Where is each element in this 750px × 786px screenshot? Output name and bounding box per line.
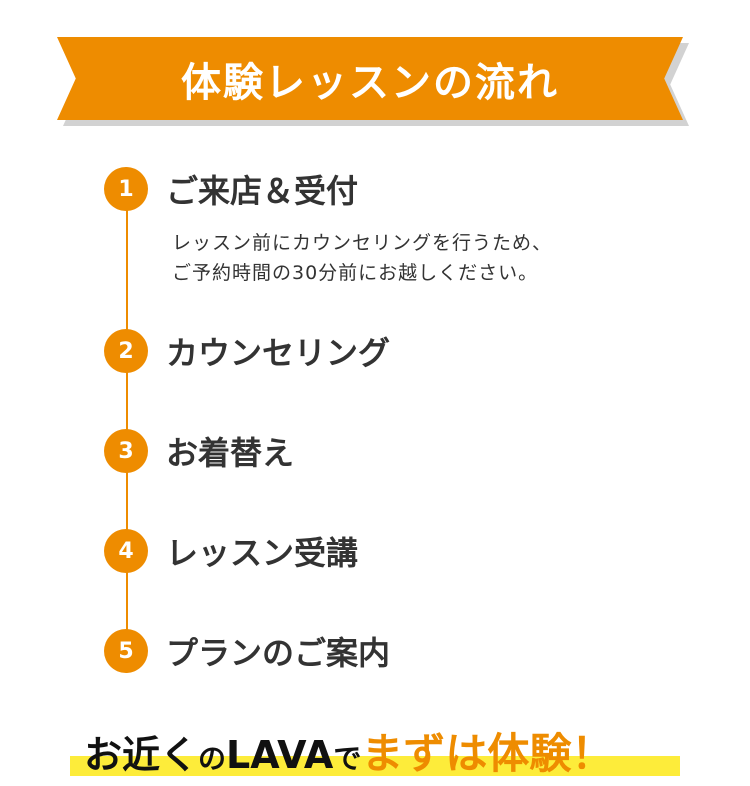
- step-number: 4: [104, 529, 148, 573]
- description-line: レッスン前にカウンセリングを行うため、: [172, 232, 553, 254]
- cta-part: お近く: [84, 733, 199, 777]
- page-title: 体験レッスンの流れ: [181, 59, 559, 106]
- step-number: 1: [104, 167, 148, 211]
- cta-part: の: [198, 742, 227, 775]
- step-title: レッスン受講: [166, 534, 359, 572]
- step-3: 3 お着替え: [104, 428, 294, 474]
- step-number: 2: [104, 329, 148, 373]
- step-4: 4 レッスン受講: [104, 528, 358, 574]
- highlight-bar: [70, 756, 680, 776]
- step-1: 1 ご来店＆受付: [104, 166, 358, 212]
- step-title: プランのご案内: [166, 634, 391, 672]
- step-1-description: レッスン前にカウンセリングを行うため、 ご予約時間の30分前にお越しください。: [172, 228, 552, 288]
- cta-part: で: [333, 742, 362, 775]
- step-number: 5: [104, 629, 148, 673]
- description-line: ご予約時間の30分前にお越しください。: [172, 262, 539, 284]
- timeline-line: [126, 190, 128, 650]
- step-title: カウンセリング: [166, 334, 391, 372]
- step-title: お着替え: [166, 434, 295, 472]
- cta-text: お近くのLAVAでまずは体験！: [84, 720, 613, 781]
- cta-emphasis: まずは体験！: [361, 729, 614, 778]
- step-number: 3: [104, 429, 148, 473]
- cta-brand: LAVA: [226, 733, 334, 777]
- step-2: 2 カウンセリング: [104, 328, 390, 374]
- header-banner: 体験レッスンの流れ: [57, 37, 683, 120]
- step-title: ご来店＆受付: [166, 172, 359, 210]
- step-5: 5 プランのご案内: [104, 628, 390, 674]
- cta-tagline: お近くのLAVAでまずは体験！: [70, 720, 680, 778]
